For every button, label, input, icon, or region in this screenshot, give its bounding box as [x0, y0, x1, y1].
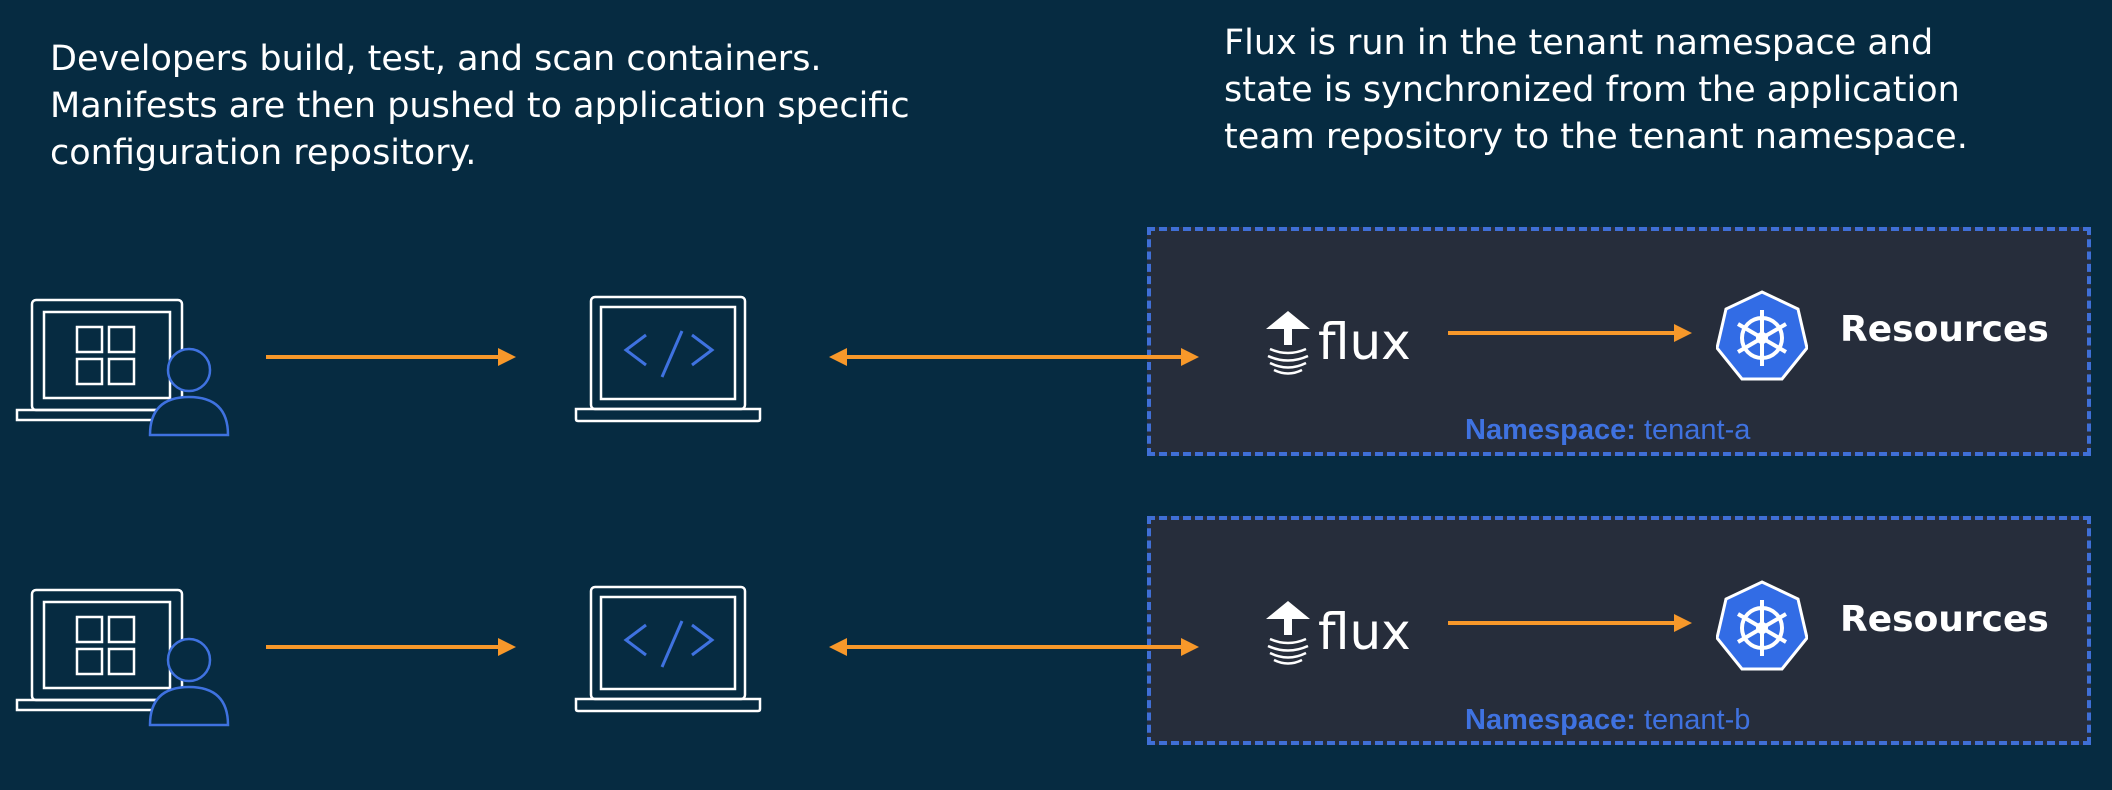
namespace-box-tenant-b	[1147, 516, 2091, 745]
left-caption: Developers build, test, and scan contain…	[50, 39, 910, 173]
flux-logo-icon	[1266, 601, 1310, 665]
arrowhead-flux-to-k8s-b	[1674, 614, 1692, 632]
flux-logo-icon	[1266, 311, 1310, 375]
flux-logo: flux	[1262, 307, 1412, 382]
code-laptop-icon	[574, 585, 762, 713]
arrowhead-flux-side-a	[1181, 348, 1199, 366]
namespace-key: Namespace:	[1465, 414, 1636, 446]
namespace-value: tenant-b	[1643, 704, 1751, 736]
resources-label-tenant-b: Resources	[1840, 599, 2049, 640]
arrowhead-flux-side-b	[1181, 638, 1199, 656]
arrowhead-flux-to-k8s-a	[1674, 324, 1692, 342]
arrowhead-repo-side-a	[829, 348, 847, 366]
arrowhead-dev-to-repo-a	[498, 348, 516, 366]
namespace-value: tenant-a	[1643, 414, 1751, 446]
right-caption: Flux is run in the tenant namespace and …	[1224, 23, 1968, 157]
namespace-box-tenant-a	[1147, 227, 2091, 456]
kubernetes-helm-icon	[1716, 580, 1808, 671]
arrowhead-repo-side-b	[829, 638, 847, 656]
namespace-key: Namespace:	[1465, 704, 1636, 736]
kubernetes-helm-icon	[1716, 290, 1808, 381]
flux-wordmark: flux	[1318, 313, 1411, 371]
code-laptop-icon	[574, 295, 762, 423]
resources-label-tenant-a: Resources	[1840, 309, 2049, 350]
developer-laptop-user-icon	[15, 298, 230, 437]
flux-wordmark: flux	[1318, 603, 1411, 661]
flux-logo: flux	[1262, 597, 1412, 672]
namespace-label-tenant-b: Namespace: tenant-b	[1465, 704, 1750, 737]
arrowhead-dev-to-repo-b	[498, 638, 516, 656]
developer-laptop-user-icon	[15, 588, 230, 727]
namespace-label-tenant-a: Namespace: tenant-a	[1465, 414, 1750, 447]
